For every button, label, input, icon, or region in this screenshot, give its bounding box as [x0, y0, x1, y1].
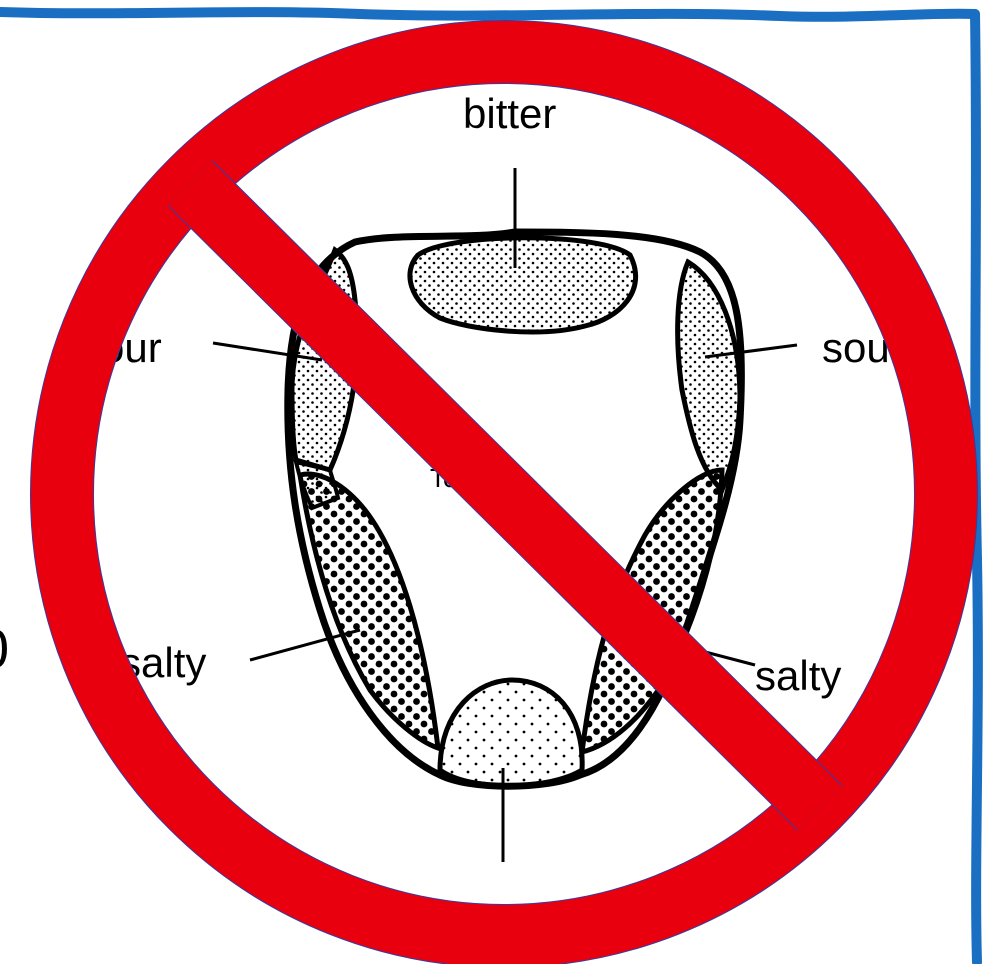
edge-text-fragment: 0	[0, 617, 9, 680]
label-bitter: bitter	[463, 90, 556, 137]
label-salty-right: salty	[755, 652, 841, 699]
bitter-region	[410, 238, 636, 332]
